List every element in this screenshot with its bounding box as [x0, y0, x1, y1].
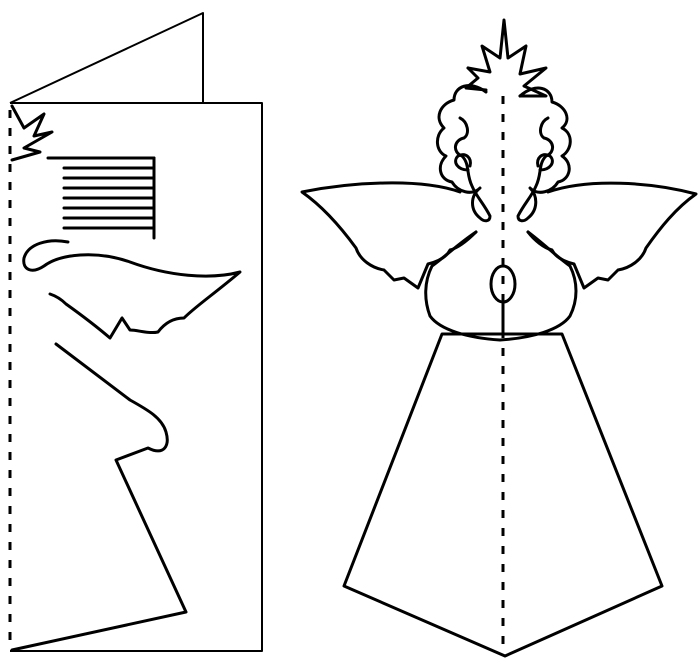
angel-wing-right: [528, 183, 696, 288]
angel-hair-left: [437, 86, 490, 221]
angel-body: [426, 232, 576, 340]
folded-paper-template: [10, 13, 262, 651]
dress-half-cut: [12, 344, 186, 650]
front-sheet-outline: [10, 103, 262, 651]
angel-wing-left: [302, 183, 476, 288]
back-sheet-outline: [10, 13, 203, 103]
wing-half-cut: [24, 241, 240, 338]
finished-angel: [302, 20, 696, 656]
hair-stripes: [48, 158, 154, 238]
angel-crown: [468, 20, 546, 96]
crown-half-cut: [12, 106, 52, 160]
